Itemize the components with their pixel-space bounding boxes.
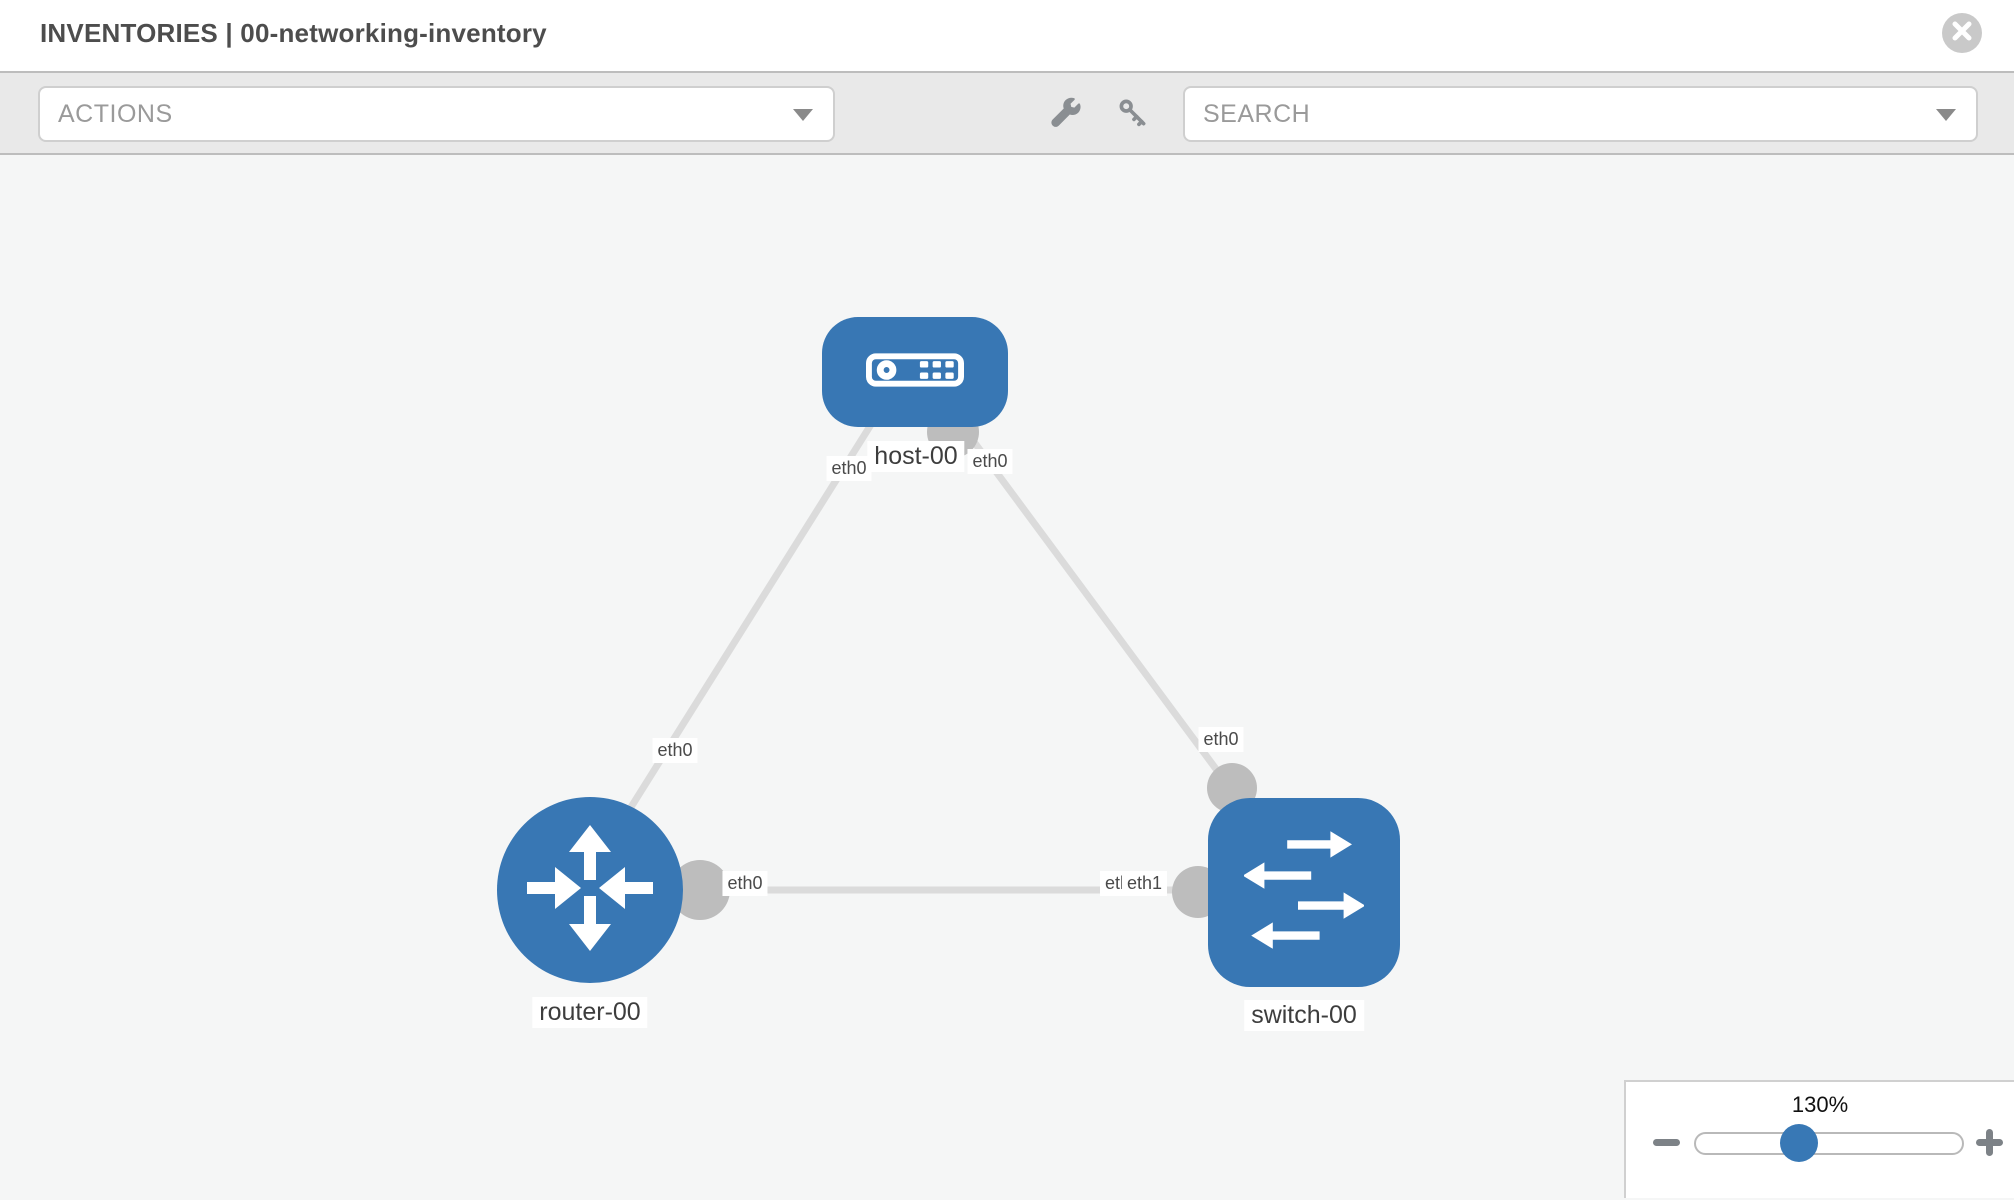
zoom-panel: 130% [1624, 1080, 2014, 1198]
zoom-in-button[interactable] [1976, 1129, 2003, 1156]
interface-label-eth0: eth0 [652, 738, 698, 763]
interface-label-eth0: eth0 [826, 456, 872, 481]
node-router-00[interactable] [497, 797, 683, 983]
host-icon [866, 352, 964, 392]
actions-dropdown[interactable]: ACTIONS [38, 86, 835, 142]
actions-dropdown-label: ACTIONS [58, 99, 173, 128]
node-label-switch-00: switch-00 [1244, 1000, 1364, 1031]
switch-icon [1242, 830, 1366, 955]
node-label-router-00: router-00 [532, 997, 648, 1028]
interface-label-eth0: eth0 [967, 449, 1013, 474]
zoom-slider-track[interactable] [1694, 1132, 1964, 1155]
link-host-switch [957, 420, 1236, 795]
configure-button[interactable] [1046, 95, 1086, 135]
credentials-button[interactable] [1113, 95, 1153, 135]
search-placeholder: SEARCH [1203, 99, 1311, 128]
router-icon [520, 818, 660, 963]
zoom-slider-thumb[interactable] [1780, 1124, 1818, 1162]
topology-edges [603, 406, 1257, 920]
toolbar: ACTIONS SEARCH [0, 73, 2014, 155]
chevron-down-icon [793, 109, 813, 121]
chevron-down-icon [1936, 109, 1956, 121]
node-label-host-00: host-00 [867, 441, 965, 472]
close-icon [1952, 21, 1972, 46]
node-host-00[interactable] [822, 317, 1008, 427]
topology-canvas[interactable]: host-00 router-00 switch-00 eth0 eth0 et… [0, 155, 2014, 1198]
interface-label-eth0: eth0 [1198, 727, 1244, 752]
key-icon [1116, 96, 1150, 135]
link-host-router [603, 421, 875, 849]
interface-label-eth1: eth1 [1122, 871, 1168, 896]
zoom-level: 130% [1791, 1092, 1849, 1117]
zoom-out-button[interactable] [1653, 1139, 1680, 1146]
plus-icon [1986, 1129, 1993, 1156]
close-button[interactable] [1942, 13, 1982, 53]
interface-dot-router [670, 860, 730, 920]
page-title: INVENTORIES | 00-networking-inventory [40, 18, 547, 48]
wrench-icon [1049, 96, 1083, 135]
panel-header: INVENTORIES | 00-networking-inventory [0, 0, 2014, 73]
interface-label-eth0: eth0 [722, 871, 768, 896]
node-switch-00[interactable] [1208, 798, 1400, 987]
search-dropdown[interactable]: SEARCH [1183, 86, 1978, 142]
